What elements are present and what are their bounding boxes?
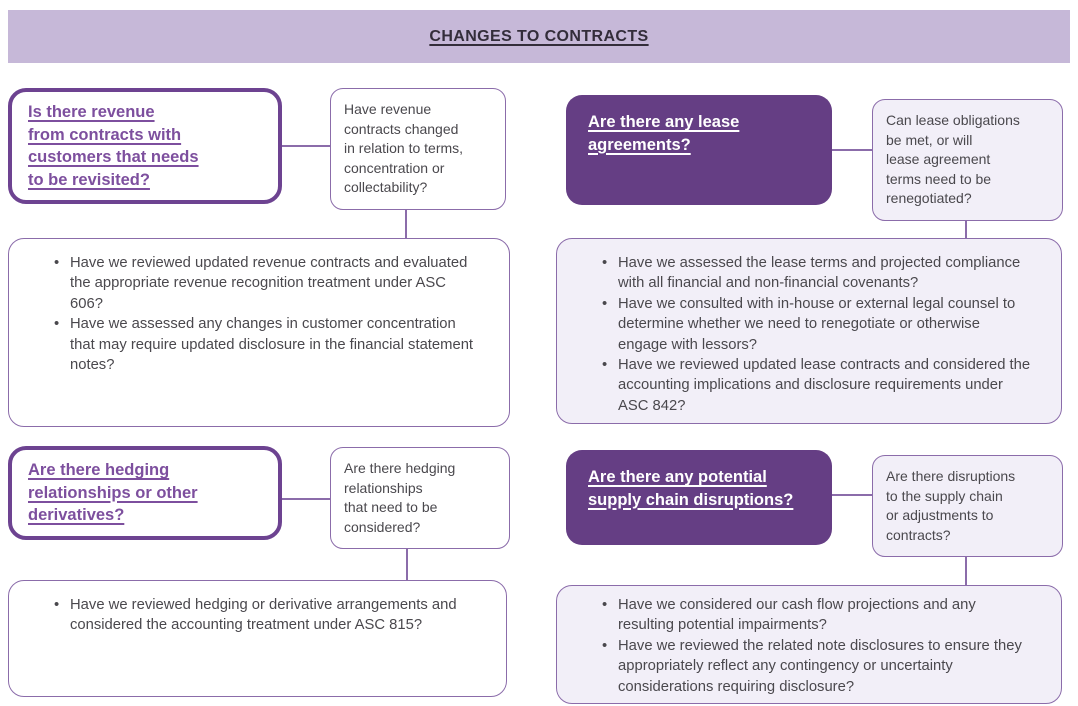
main-question-supply-chain: Are there any potential supply chain dis… — [566, 450, 832, 545]
title-banner: CHANGES TO CONTRACTS — [8, 10, 1070, 63]
connector-supply-chain-vertical — [965, 532, 967, 585]
connector-supply-chain-horizontal — [830, 494, 874, 496]
checklist-revenue: Have we reviewed updated revenue contrac… — [8, 238, 510, 427]
checklist-item: Have we assessed any changes in customer… — [53, 314, 479, 375]
checklist-supply-chain-list: Have we considered our cash flow project… — [577, 595, 1031, 697]
checklist-item: Have we consulted with in-house or exter… — [601, 294, 1031, 355]
prompt-supply-chain: Are there disruptions to the supply chai… — [872, 455, 1063, 558]
main-question-revenue: Is there revenue from contracts with cus… — [8, 88, 282, 205]
main-question-leases: Are there any lease agreements? — [566, 95, 832, 205]
checklist-item: Have we considered our cash flow project… — [601, 595, 1031, 636]
checklist-item: Have we reviewed updated revenue contrac… — [53, 253, 479, 314]
connector-hedging-vertical — [406, 522, 408, 580]
checklist-leases: Have we assessed the lease terms and pro… — [556, 238, 1062, 424]
checklist-item: Have we reviewed updated lease contracts… — [601, 355, 1031, 416]
main-question-supply-chain-text: Are there any potential supply chain dis… — [588, 468, 794, 509]
checklist-hedging: Have we reviewed hedging or derivative a… — [8, 580, 507, 697]
checklist-hedging-list: Have we reviewed hedging or derivative a… — [29, 595, 476, 636]
connector-leases-horizontal — [830, 149, 874, 151]
page-title: CHANGES TO CONTRACTS — [429, 27, 649, 45]
checklist-supply-chain: Have we considered our cash flow project… — [556, 585, 1062, 705]
prompt-leases: Can lease obligations be met, or will le… — [872, 99, 1063, 221]
checklist-revenue-list: Have we reviewed updated revenue contrac… — [29, 253, 479, 375]
main-question-hedging-text: Are there hedging relationships or other… — [28, 461, 198, 525]
checklist-item: Have we reviewed hedging or derivative a… — [53, 595, 476, 636]
prompt-revenue: Have revenue contracts changed in relati… — [330, 88, 506, 210]
connector-hedging-horizontal — [280, 498, 332, 500]
main-question-leases-text: Are there any lease agreements? — [588, 113, 740, 154]
connector-revenue-horizontal — [280, 145, 332, 147]
checklist-leases-list: Have we assessed the lease terms and pro… — [577, 253, 1031, 416]
main-question-hedging: Are there hedging relationships or other… — [8, 446, 282, 540]
prompt-hedging: Are there hedging relationships that nee… — [330, 447, 510, 550]
checklist-item: Have we assessed the lease terms and pro… — [601, 253, 1031, 294]
main-question-revenue-text: Is there revenue from contracts with cus… — [28, 103, 199, 189]
checklist-item: Have we reviewed the related note disclo… — [601, 636, 1031, 697]
